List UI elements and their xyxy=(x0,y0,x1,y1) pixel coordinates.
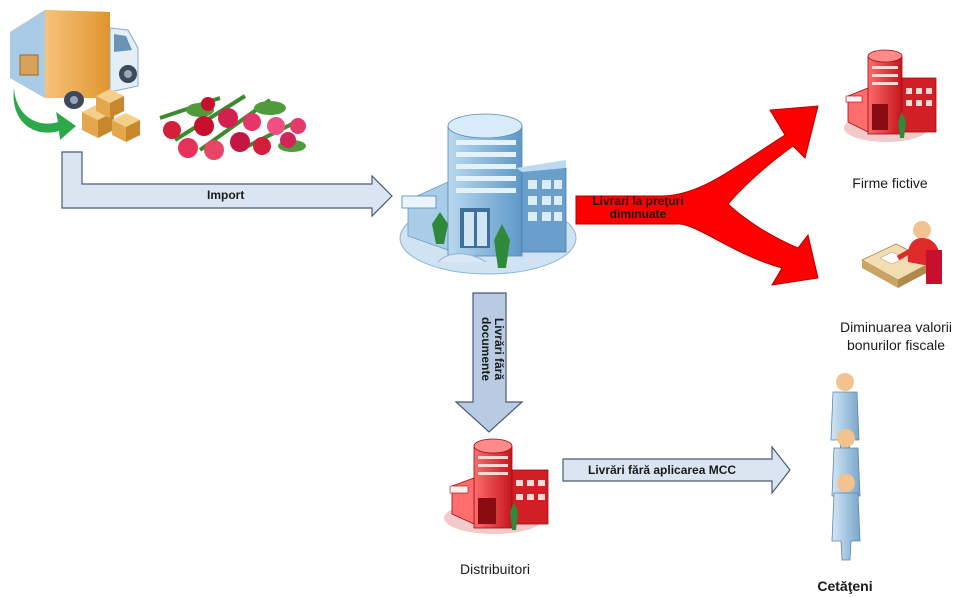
import-arrow xyxy=(61,151,393,218)
docs-label-line2: documente xyxy=(479,316,493,381)
docs-arrow xyxy=(454,292,524,433)
fictive-firms-label: Firme fictive xyxy=(852,175,928,191)
reduced-price-label: Livrari la preţuri diminuate xyxy=(578,195,698,221)
red-building-icon xyxy=(844,49,937,142)
docs-label-line1: Livrări fără xyxy=(492,317,506,381)
import-label: Import xyxy=(207,188,245,202)
boxes-icon xyxy=(82,89,140,142)
truck-icon xyxy=(10,10,139,109)
office-building-icon xyxy=(399,113,577,275)
citizens-label: Cetăţeni xyxy=(817,578,873,594)
reduced-price-line1: Livrari la preţuri xyxy=(592,194,684,208)
distributors-label: Distribuitori xyxy=(459,561,530,577)
mcc-arrow xyxy=(562,445,791,495)
green-unload-arrow-icon xyxy=(13,88,76,140)
person-icon xyxy=(831,474,861,561)
clerk-at-desk-icon xyxy=(861,221,942,288)
reduced-price-line2: diminuate xyxy=(609,207,667,221)
no-mcc-label: Livrări fără aplicarea MCC xyxy=(588,463,737,477)
docs-label: Livrări fără documente xyxy=(472,300,512,400)
roses-icon xyxy=(159,94,306,160)
receipts-line2: bonurilor fiscale xyxy=(846,337,946,353)
receipts-line1: Diminuarea valorii xyxy=(839,319,953,335)
receipts-label: Diminuarea valorii bonurilor fiscale xyxy=(826,318,966,354)
red-building-icon-distributors xyxy=(444,438,549,534)
red-fork-arrow xyxy=(575,105,819,286)
